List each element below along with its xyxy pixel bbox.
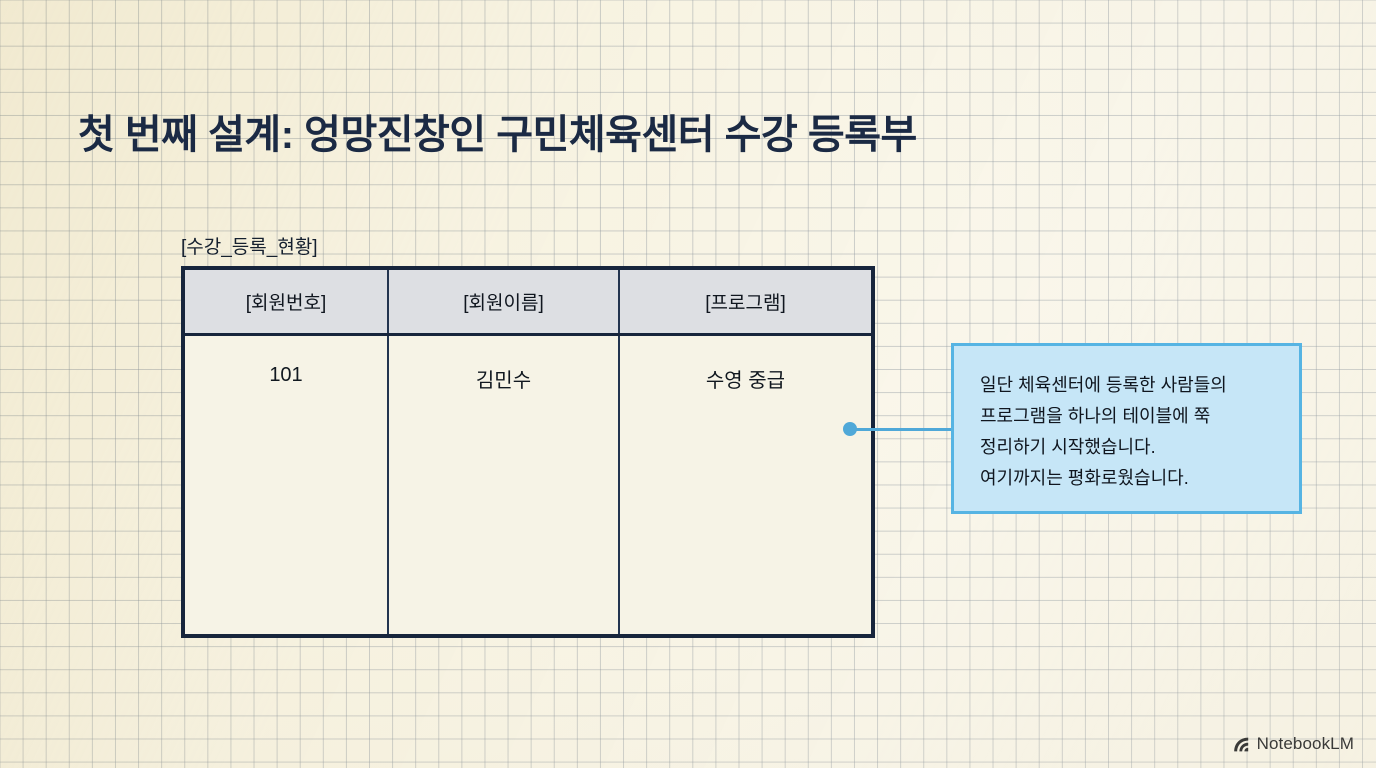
notebooklm-watermark: NotebookLM [1232,734,1354,754]
table-caption: [수강_등록_현황] [181,237,318,258]
table-header-program: [프로그램] [705,293,786,314]
table-cell-program: 수영 중급 [705,370,786,392]
table-row: 101 김민수 수영 중급 [185,336,871,634]
table-header-member-id: [회원번호] [185,270,389,333]
notebooklm-watermark-label: NotebookLM [1256,734,1354,753]
callout-connector-dot [843,422,857,436]
page-title: 첫 번째 설계: 엉망진창인 구민체육센터 수강 등록부 [78,112,917,157]
table-header-row: [회원번호] [회원이름] [프로그램] [185,270,871,336]
callout-connector-line [851,428,953,431]
enrollment-table: [회원번호] [회원이름] [프로그램] 101 김민수 수영 중급 [181,266,875,638]
table-cell-member-name: 김민수 [389,336,620,634]
table-cell-member-id: 101 [185,336,389,634]
annotation-callout-text: 일단 체육센터에 등록한 사람들의 프로그램을 하나의 테이블에 쭉 정리하기 … [980,375,1227,488]
table-header-member-name: [회원이름] [389,270,620,333]
annotation-callout: 일단 체육센터에 등록한 사람들의 프로그램을 하나의 테이블에 쭉 정리하기 … [951,343,1302,514]
notebooklm-spiral-icon [1232,735,1251,754]
